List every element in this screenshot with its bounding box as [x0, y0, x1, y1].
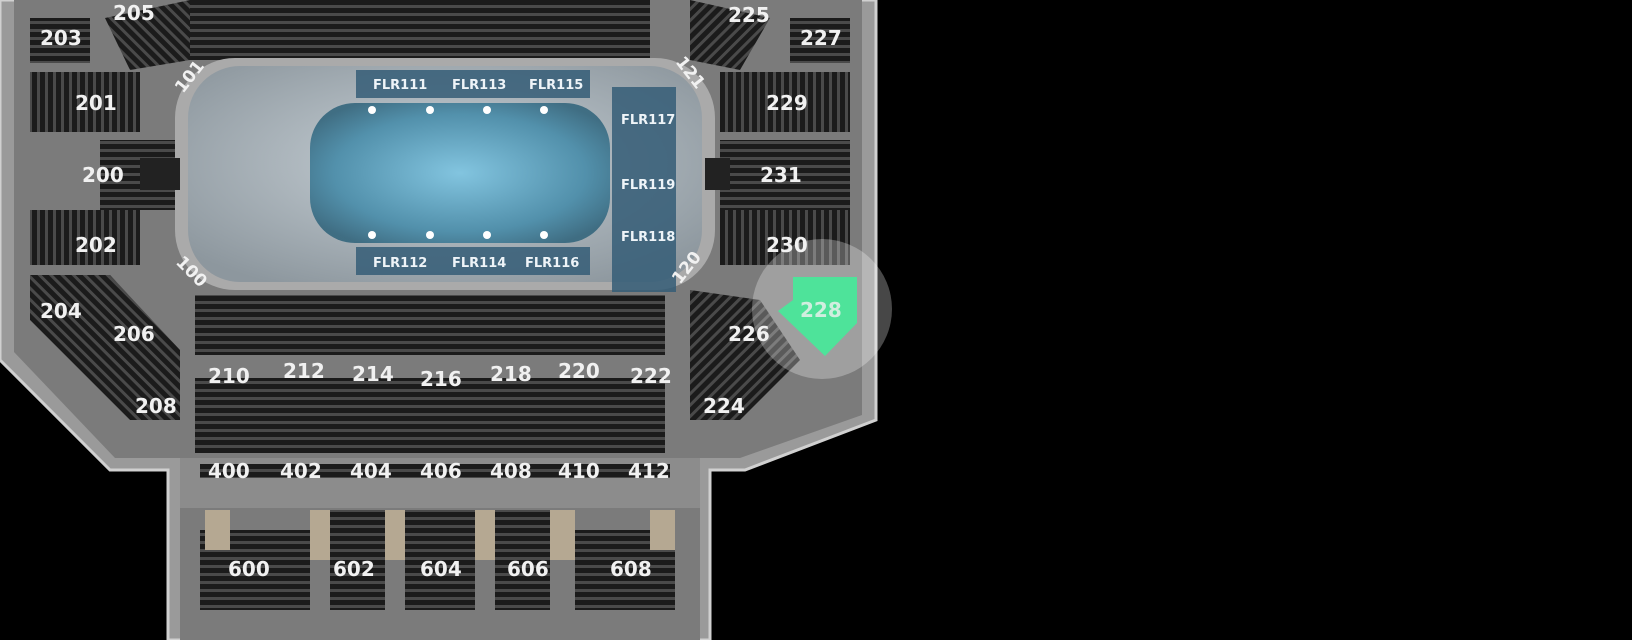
light: [540, 231, 548, 239]
seat-block: [790, 18, 850, 63]
section-222-label[interactable]: 222: [630, 364, 672, 388]
section-flr118-label[interactable]: FLR118: [621, 230, 675, 245]
divider: [385, 510, 405, 560]
floor-block: [356, 70, 590, 98]
section-200-label[interactable]: 200: [82, 163, 124, 187]
section-227-label[interactable]: 227: [800, 26, 842, 50]
divider: [475, 510, 495, 560]
floor-block: [612, 87, 676, 292]
section-228-highlight[interactable]: [778, 277, 857, 356]
section-flr115-label[interactable]: FLR115: [529, 78, 583, 93]
seat-block: [720, 140, 850, 210]
light: [426, 106, 434, 114]
seat-block: [405, 510, 475, 610]
section-230-label[interactable]: 230: [766, 233, 808, 257]
section-206-label[interactable]: 206: [113, 322, 155, 346]
section-202-label[interactable]: 202: [75, 233, 117, 257]
seat-block: [30, 72, 140, 132]
floor-blocks: [356, 70, 676, 292]
section-408-label[interactable]: 408: [490, 459, 532, 483]
floor-block: [356, 247, 590, 275]
section-602-label[interactable]: 602: [333, 557, 375, 581]
labels-400: 400 402 404 406 408 410 412: [208, 459, 670, 483]
section-flr112-label[interactable]: FLR112: [373, 256, 427, 271]
seat-block: [30, 18, 90, 63]
section-flr119-label[interactable]: FLR119: [621, 178, 675, 193]
section-204-label[interactable]: 204: [40, 299, 82, 323]
seat-block: [105, 0, 190, 70]
seat-block: [30, 210, 140, 265]
section-flr114-label[interactable]: FLR114: [452, 256, 506, 271]
seat-block: [190, 0, 650, 60]
seat-block: [200, 464, 670, 478]
seat-block: [495, 510, 550, 610]
section-229-label[interactable]: 229: [766, 91, 808, 115]
seat-block: [330, 510, 385, 610]
section-218-label[interactable]: 218: [490, 362, 532, 386]
light: [483, 231, 491, 239]
light: [483, 106, 491, 114]
rink: [310, 103, 610, 243]
seat-block: [195, 378, 665, 453]
upper-seating-blocks: [30, 0, 850, 453]
divider: [310, 510, 330, 560]
section-604-label[interactable]: 604: [420, 557, 462, 581]
light: [368, 231, 376, 239]
section-231-label[interactable]: 231: [760, 163, 802, 187]
section-226-label[interactable]: 226: [728, 322, 770, 346]
section-212-label[interactable]: 212: [283, 359, 325, 383]
section-404-label[interactable]: 404: [350, 459, 392, 483]
seat-block: [720, 210, 850, 265]
section-210-label[interactable]: 210: [208, 364, 250, 388]
section-225-label[interactable]: 225: [728, 3, 770, 27]
section-216-label[interactable]: 216: [420, 367, 462, 391]
section-208-label[interactable]: 208: [135, 394, 177, 418]
section-flr113-label[interactable]: FLR113: [452, 78, 506, 93]
seat-block: [720, 72, 850, 132]
seat-block: [30, 275, 180, 420]
tunnel: [140, 158, 180, 190]
section-201-label[interactable]: 201: [75, 91, 117, 115]
section-flr111-label[interactable]: FLR111: [373, 78, 427, 93]
tunnel: [705, 158, 730, 190]
section-406-label[interactable]: 406: [420, 459, 462, 483]
light: [540, 106, 548, 114]
section-412-label[interactable]: 412: [628, 459, 670, 483]
seat-block: [690, 0, 770, 70]
section-228-label[interactable]: 228: [800, 298, 842, 322]
section-600-label[interactable]: 600: [228, 557, 270, 581]
divider: [550, 510, 575, 560]
section-224-label[interactable]: 224: [703, 394, 745, 418]
section-flr116-label[interactable]: FLR116: [525, 256, 579, 271]
light: [426, 231, 434, 239]
section-400-label[interactable]: 400: [208, 459, 250, 483]
light: [368, 106, 376, 114]
section-410-label[interactable]: 410: [558, 459, 600, 483]
labels-200: 203 205 225 227 201 229 200 231 202 230 …: [40, 1, 842, 418]
section-606-label[interactable]: 606: [507, 557, 549, 581]
section-402-label[interactable]: 402: [280, 459, 322, 483]
labels-600: 600 602 604 606 608: [228, 557, 652, 581]
seat-block: [195, 295, 665, 355]
section-608-label[interactable]: 608: [610, 557, 652, 581]
section-flr117-label[interactable]: FLR117: [621, 113, 675, 128]
section-205-label[interactable]: 205: [113, 1, 155, 25]
divider: [650, 510, 675, 550]
rink-lights: [368, 106, 548, 239]
section-220-label[interactable]: 220: [558, 359, 600, 383]
section-214-label[interactable]: 214: [352, 362, 394, 386]
divider: [205, 510, 230, 550]
seat-block: [690, 290, 800, 420]
section-203-label[interactable]: 203: [40, 26, 82, 50]
labels-floor: FLR111 FLR113 FLR115 FLR117 FLR119 FLR11…: [373, 78, 675, 271]
